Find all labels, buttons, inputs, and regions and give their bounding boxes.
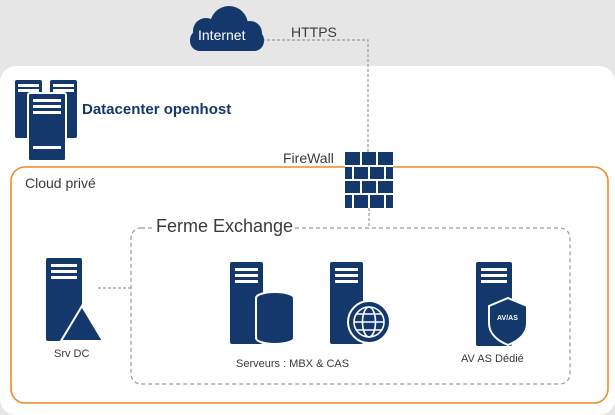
cloud-prive-frame <box>10 166 609 404</box>
server-rack-icon <box>15 80 77 162</box>
ferme-exchange-label: Ferme Exchange <box>154 216 296 237</box>
ferme-exchange-frame <box>130 227 571 385</box>
datacenter-panel <box>0 66 615 415</box>
firewall-label: FireWall <box>283 150 334 166</box>
avas-label: AV AS Dédié <box>461 353 524 365</box>
https-label: HTTPS <box>291 24 337 40</box>
connector-internet-firewall <box>262 39 369 152</box>
avas-badge: AV/AS <box>497 315 518 322</box>
internet-label: Internet <box>198 27 246 43</box>
server-globe-icon <box>330 262 391 344</box>
brick-wall-icon <box>345 152 393 208</box>
cloud-icon <box>190 6 264 51</box>
server-database-icon <box>230 262 295 345</box>
datacenter-label: Datacenter openhost <box>82 101 232 118</box>
srv-dc-label: Srv DC <box>54 348 90 360</box>
server-triangle-icon <box>46 258 105 342</box>
server-shield-icon <box>476 262 528 347</box>
cloud-prive-label: Cloud privé <box>25 175 96 191</box>
serveurs-label: Serveurs : MBX & CAS <box>236 358 350 370</box>
